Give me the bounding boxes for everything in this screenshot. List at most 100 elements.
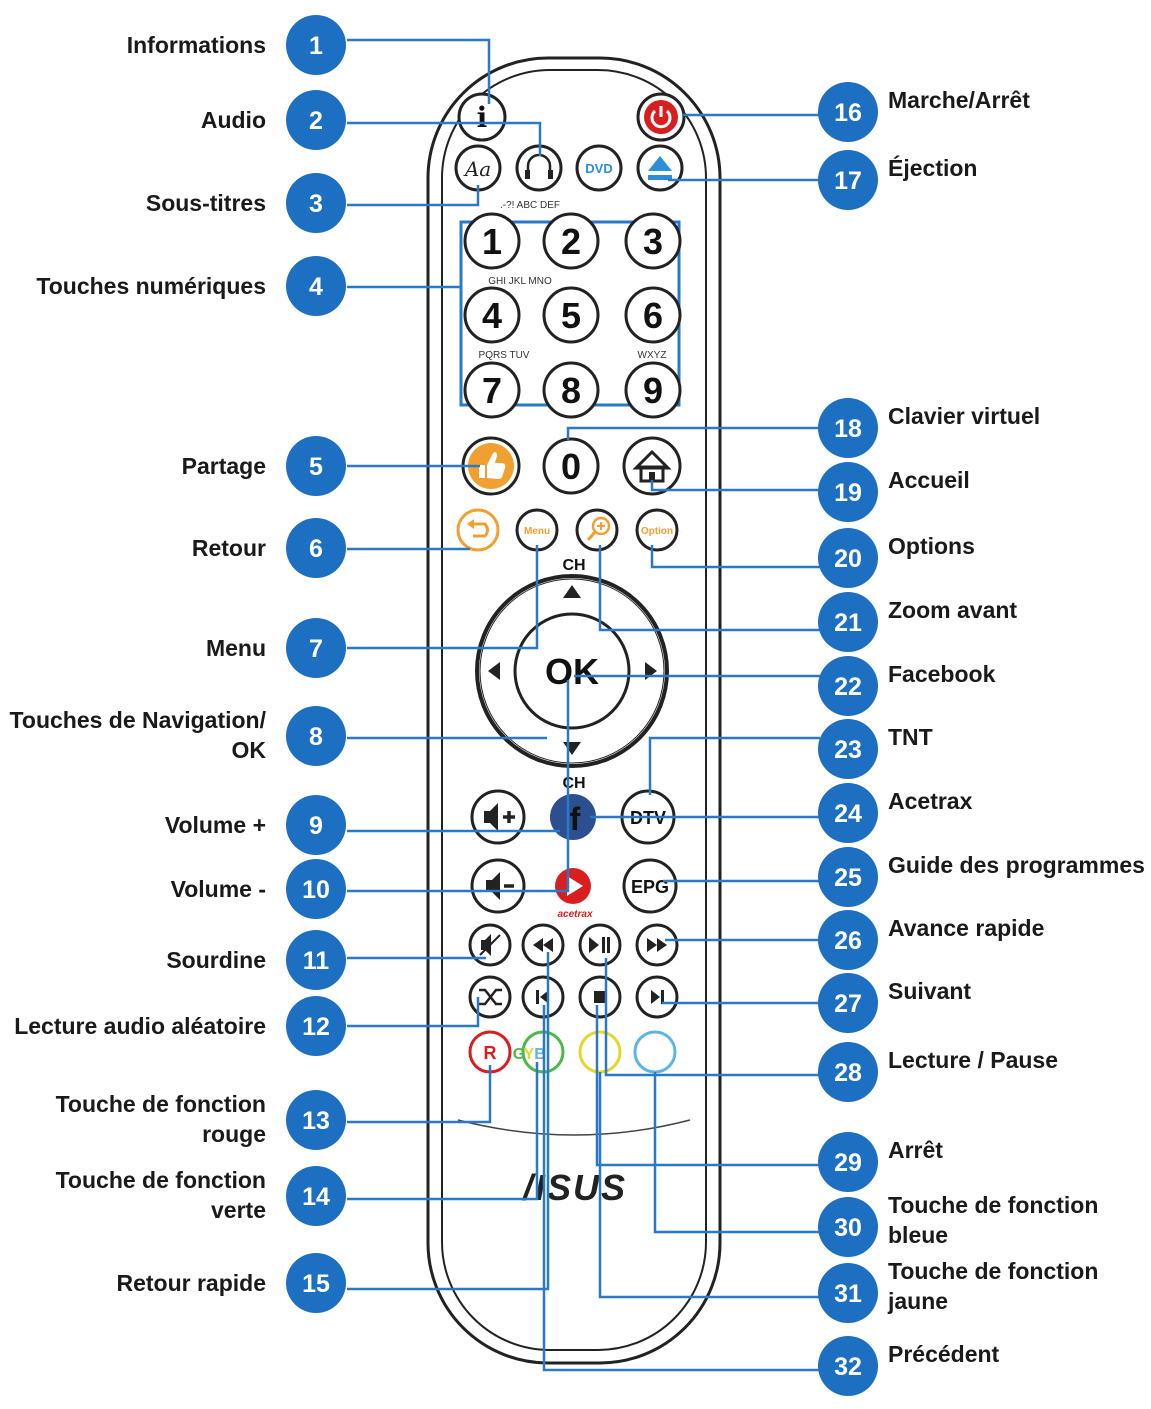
- power-icon: [650, 106, 672, 129]
- volume-down-button[interactable]: [470, 858, 526, 914]
- leader-14: [347, 1062, 539, 1201]
- play-pause-button[interactable]: [578, 923, 622, 967]
- svg-text:2: 2: [561, 221, 581, 262]
- info-button[interactable]: i: [457, 92, 507, 142]
- callout-label: Retour rapide: [116, 1270, 266, 1296]
- callout-badge: [286, 1090, 346, 1150]
- rewind-button[interactable]: [521, 923, 565, 967]
- option-button[interactable]: Option: [635, 508, 679, 552]
- power-button[interactable]: [636, 92, 686, 142]
- svg-text:Menu: Menu: [524, 526, 550, 537]
- callout-badge: [818, 910, 878, 970]
- next-button[interactable]: [635, 975, 679, 1019]
- callout-badge: [286, 618, 346, 678]
- acetrax-button[interactable]: [555, 868, 591, 904]
- rewind-icon: [533, 938, 553, 952]
- facebook-button[interactable]: f: [550, 794, 596, 840]
- callout-badge: [818, 592, 878, 652]
- callout-number: 32: [834, 1353, 862, 1381]
- digit-5-button[interactable]: 5: [542, 286, 600, 344]
- speaker-plus-icon: [484, 803, 515, 831]
- eject-button[interactable]: [636, 144, 684, 192]
- callout-label: verte: [211, 1197, 266, 1223]
- svg-text:7: 7: [482, 370, 502, 411]
- callout-badge: [286, 1166, 346, 1226]
- callout-label: Volume -: [171, 876, 266, 902]
- fast-forward-icon: [647, 938, 667, 952]
- blue-function-button[interactable]: [633, 1030, 677, 1074]
- svg-text:EPG: EPG: [631, 877, 669, 897]
- digit-6-button[interactable]: 6: [624, 286, 682, 344]
- speaker-minus-icon: [486, 872, 514, 900]
- callout-number: 9: [309, 812, 323, 840]
- callout-badge: [818, 656, 878, 716]
- home-button[interactable]: [622, 436, 682, 496]
- callout-label: jaune: [887, 1288, 948, 1314]
- leader-lines: [347, 38, 820, 1372]
- subtitles-icon: Aa: [463, 157, 491, 181]
- mute-button[interactable]: [468, 923, 512, 967]
- stop-button[interactable]: [578, 975, 622, 1019]
- svg-text:i: i: [477, 101, 488, 134]
- digit-9-button[interactable]: 9: [624, 361, 682, 419]
- shuffle-button[interactable]: [468, 975, 512, 1019]
- svg-text:1: 1: [482, 221, 502, 262]
- callout-group: 1Informations2Audio3Sous-titres4Touches …: [10, 15, 1145, 1396]
- callout-badge: [286, 795, 346, 855]
- svg-text:Option: Option: [641, 526, 673, 537]
- share-button[interactable]: [461, 436, 521, 496]
- leader-7: [347, 545, 539, 650]
- svg-text:8: 8: [561, 370, 581, 411]
- back-button[interactable]: [456, 508, 500, 552]
- leader-19: [650, 480, 820, 492]
- menu-button[interactable]: Menu: [515, 508, 559, 552]
- digit-3-button[interactable]: 3: [624, 212, 682, 270]
- thumbs-up-icon: [479, 452, 506, 479]
- ok-button[interactable]: OK: [513, 612, 631, 730]
- digit-8-button[interactable]: 8: [542, 361, 600, 419]
- nav-left-arrow-icon[interactable]: [488, 662, 500, 680]
- callout-number: 22: [834, 673, 862, 701]
- digit-2-button[interactable]: 2: [542, 212, 600, 270]
- subtitles-button[interactable]: Aa: [454, 144, 502, 192]
- dvd-button[interactable]: DVD: [575, 144, 623, 192]
- digit-1-button[interactable]: 1: [463, 212, 521, 270]
- callout-badge: [818, 1197, 878, 1257]
- svg-text:R: R: [484, 1043, 497, 1063]
- callout-label: Lecture / Pause: [888, 1047, 1058, 1073]
- digit-letters-row2: GHI JKL MNO: [488, 276, 552, 287]
- yellow-function-button[interactable]: [578, 1030, 622, 1074]
- fast-forward-button[interactable]: [635, 923, 679, 967]
- digit-4-button[interactable]: 4: [463, 286, 521, 344]
- play-icon: [567, 876, 583, 896]
- callout-label: Partage: [182, 453, 266, 479]
- digit-0-button[interactable]: 0: [542, 437, 600, 495]
- nav-up-arrow-icon[interactable]: [563, 585, 581, 598]
- callout-label: Guide des programmes: [888, 852, 1145, 878]
- leader-29: [595, 1005, 820, 1167]
- zoom-in-button[interactable]: [575, 508, 619, 552]
- svg-text:B: B: [534, 1046, 546, 1063]
- svg-text:9: 9: [643, 370, 663, 411]
- callout-badge: [818, 783, 878, 843]
- digit-letters-row3-left: PQRS TUV: [479, 350, 530, 361]
- stop-icon: [594, 991, 606, 1003]
- digit-7-button[interactable]: 7: [463, 361, 521, 419]
- epg-button[interactable]: EPG: [622, 858, 678, 914]
- callout-badge: [818, 528, 878, 588]
- volume-up-button[interactable]: [470, 789, 526, 845]
